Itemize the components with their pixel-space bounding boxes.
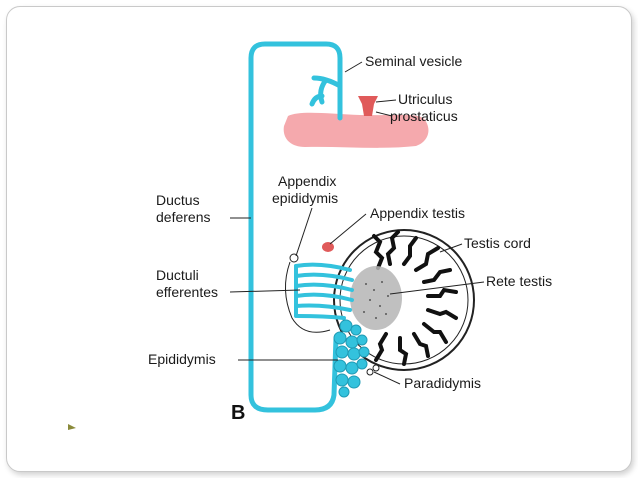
appendix-testis bbox=[322, 242, 334, 252]
slide-corner-mark bbox=[68, 424, 76, 430]
label-paradidymis: Paradidymis bbox=[404, 375, 481, 391]
rete-testis bbox=[350, 266, 402, 330]
label-testis-cord: Testis cord bbox=[464, 235, 531, 251]
panel-letter: B bbox=[231, 402, 245, 424]
ductus-deferens bbox=[248, 41, 343, 413]
testis-cords bbox=[372, 230, 458, 366]
label-appendix-testis: Appendix testis bbox=[370, 205, 465, 221]
label-ductus-line1: Ductus bbox=[156, 192, 200, 208]
paradidymis bbox=[366, 364, 380, 376]
leader-lines bbox=[229, 61, 485, 385]
utriculus-prostaticus bbox=[358, 96, 378, 116]
label-ductus-line2: deferens bbox=[156, 209, 210, 225]
rete-stipple bbox=[363, 281, 389, 319]
ductuli-efferentes bbox=[294, 262, 354, 320]
label-utriculus-line2: prostaticus bbox=[390, 108, 458, 124]
label-rete-testis: Rete testis bbox=[486, 273, 552, 289]
epididymis-head-outline bbox=[285, 261, 331, 333]
label-appendix-epididymis-line1: Appendix bbox=[278, 173, 336, 189]
appendix-epididymis bbox=[289, 253, 299, 263]
label-ductuli-line2: efferentes bbox=[156, 284, 218, 300]
label-appendix-epididymis-line2: epididymis bbox=[272, 190, 338, 206]
epididymis-coils bbox=[333, 319, 370, 398]
testis bbox=[333, 229, 475, 371]
seminal-vesicle bbox=[309, 75, 343, 107]
slide-frame bbox=[6, 6, 632, 472]
label-ductuli-line1: Ductuli bbox=[156, 267, 199, 283]
label-seminal-vesicle: Seminal vesicle bbox=[365, 53, 462, 69]
prostate-region bbox=[283, 112, 429, 148]
label-epididymis: Epididymis bbox=[148, 351, 216, 367]
label-utriculus-line1: Utriculus bbox=[398, 91, 452, 107]
